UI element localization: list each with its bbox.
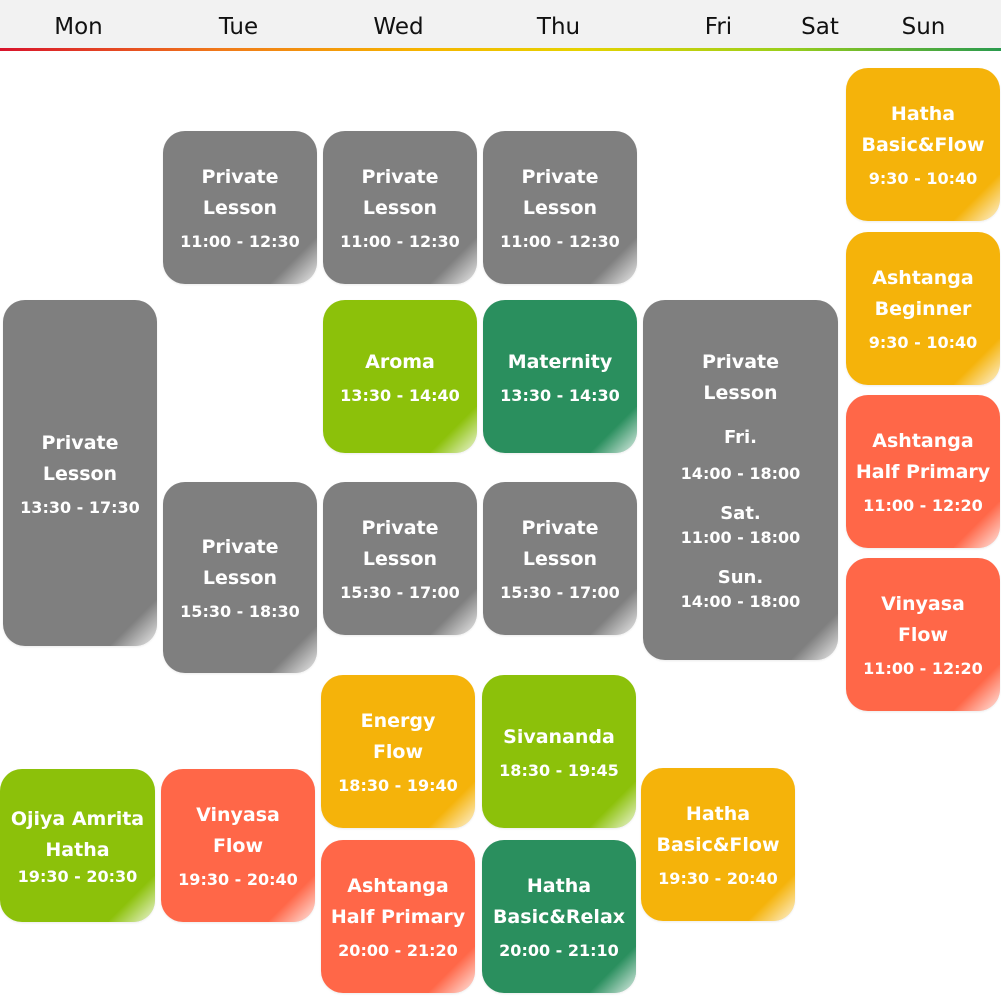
fri-label: Fri.: [723, 427, 758, 448]
class-time: 20:00 - 21:10: [499, 941, 619, 960]
class-time: 19:30 - 20:40: [658, 869, 778, 888]
class-title: Hatha Basic&Flow: [656, 803, 780, 856]
class-title: Private Lesson: [361, 166, 439, 219]
class-time: 9:30 - 10:40: [868, 333, 978, 352]
class-time: 11:00 - 12:30: [340, 232, 460, 251]
class-title: Ashtanga Half Primary: [855, 430, 991, 483]
class-time: 15:30 - 17:00: [340, 583, 460, 602]
day-header-mon: Mon: [54, 14, 103, 40]
class-time: 18:30 - 19:40: [338, 776, 458, 795]
class-title: Vinyasa Flow: [196, 804, 280, 857]
class-card-wed-aroma[interactable]: Aroma 13:30 - 14:40: [323, 300, 477, 453]
sat-label: Sat.: [720, 503, 761, 524]
class-card-wed-energy-flow[interactable]: Energy Flow 18:30 - 19:40: [321, 675, 475, 828]
class-card-tue-private-pm[interactable]: Private Lesson 15:30 - 18:30: [163, 482, 317, 673]
class-card-thu-private-am[interactable]: Private Lesson 11:00 - 12:30: [483, 131, 637, 284]
class-title: Ashtanga Beginner: [872, 267, 974, 320]
class-title: Private Lesson: [201, 536, 279, 589]
class-time: 19:30 - 20:30: [17, 866, 138, 886]
class-card-wed-private-am[interactable]: Private Lesson 11:00 - 12:30: [323, 131, 477, 284]
sun-label: Sun.: [717, 567, 764, 588]
class-time: 20:00 - 21:20: [338, 941, 458, 960]
class-card-thu-sivananda[interactable]: Sivananda 18:30 - 19:45: [482, 675, 636, 828]
class-card-mon-private[interactable]: Private Lesson 13:30 - 17:30: [3, 300, 157, 646]
class-time: 13:30 - 14:30: [500, 385, 620, 405]
day-header-sat: Sat: [801, 14, 839, 40]
class-title: Private Lesson: [521, 166, 599, 219]
class-card-sun-hatha-basic-flow[interactable]: Hatha Basic&Flow 9:30 - 10:40: [846, 68, 1000, 221]
class-card-sun-ashtanga-beginner[interactable]: Ashtanga Beginner 9:30 - 10:40: [846, 232, 1000, 385]
class-title: Maternity: [507, 350, 613, 373]
class-time: 11:00 - 12:30: [500, 232, 620, 251]
class-time: 13:30 - 14:40: [340, 385, 460, 405]
class-title: Ojiya Amrita Hatha: [10, 807, 145, 861]
day-header-wed: Wed: [373, 14, 424, 40]
class-card-mon-ojiya-amrita-hatha[interactable]: Ojiya Amrita Hatha 19:30 - 20:30: [0, 769, 155, 922]
class-title: Private Lesson: [41, 431, 119, 485]
class-title: Vinyasa Flow: [881, 593, 965, 646]
class-card-thu-hatha-basic-relax[interactable]: Hatha Basic&Relax 20:00 - 21:10: [482, 840, 636, 993]
day-header-thu: Thu: [536, 14, 581, 40]
class-title: Private Lesson: [201, 166, 279, 219]
class-title: Sivananda: [503, 725, 615, 748]
class-card-thu-maternity[interactable]: Maternity 13:30 - 14:30: [483, 300, 637, 453]
class-card-thu-private-pm[interactable]: Private Lesson 15:30 - 17:00: [483, 482, 637, 635]
class-title: Hatha Basic&Flow: [861, 103, 985, 156]
class-time: 9:30 - 10:40: [868, 169, 978, 188]
day-header-tue: Tue: [218, 14, 259, 40]
class-title: Aroma: [365, 350, 435, 373]
class-card-tue-vinyasa-flow[interactable]: Vinyasa Flow 19:30 - 20:40: [161, 769, 315, 922]
class-title: Private Lesson: [521, 517, 599, 570]
fri-time: 14:00 - 18:00: [680, 464, 801, 483]
class-card-fri-sat-sun-private[interactable]: Private Lesson Fri. 14:00 - 18:00 Sat. 1…: [643, 300, 838, 660]
class-time: 13:30 - 17:30: [20, 497, 140, 517]
class-time: 15:30 - 18:30: [180, 602, 300, 621]
class-card-sun-ashtanga-half-primary[interactable]: Ashtanga Half Primary 11:00 - 12:20: [846, 395, 1000, 548]
day-header-fri: Fri: [704, 14, 733, 40]
class-time: 15:30 - 17:00: [500, 583, 620, 602]
class-card-tue-private-am[interactable]: Private Lesson 11:00 - 12:30: [163, 131, 317, 284]
sun-time: 14:00 - 18:00: [680, 592, 801, 611]
header-gradient-rule: [0, 48, 1001, 51]
day-header-sun: Sun: [901, 14, 946, 40]
class-time: 11:00 - 12:20: [863, 659, 983, 678]
sat-time: 11:00 - 18:00: [680, 528, 801, 547]
class-time: 11:00 - 12:20: [863, 496, 983, 515]
class-title: Hatha Basic&Relax: [492, 875, 626, 928]
class-card-wed-private-pm[interactable]: Private Lesson 15:30 - 17:00: [323, 482, 477, 635]
class-title: Private Lesson: [702, 351, 779, 404]
weekday-header: Mon Tue Wed Thu Fri Sat Sun: [0, 0, 1001, 48]
class-card-sun-vinyasa-flow[interactable]: Vinyasa Flow 11:00 - 12:20: [846, 558, 1000, 711]
class-time: 19:30 - 20:40: [178, 870, 298, 889]
class-time: 18:30 - 19:45: [499, 760, 619, 780]
class-time: 11:00 - 12:30: [180, 232, 300, 251]
class-title: Ashtanga Half Primary: [330, 875, 466, 928]
class-card-wed-ashtanga-half-primary[interactable]: Ashtanga Half Primary 20:00 - 21:20: [321, 840, 475, 993]
class-title: Energy Flow: [360, 710, 436, 763]
class-card-fri-hatha-basic-flow[interactable]: Hatha Basic&Flow 19:30 - 20:40: [641, 768, 795, 921]
class-title: Private Lesson: [361, 517, 439, 570]
